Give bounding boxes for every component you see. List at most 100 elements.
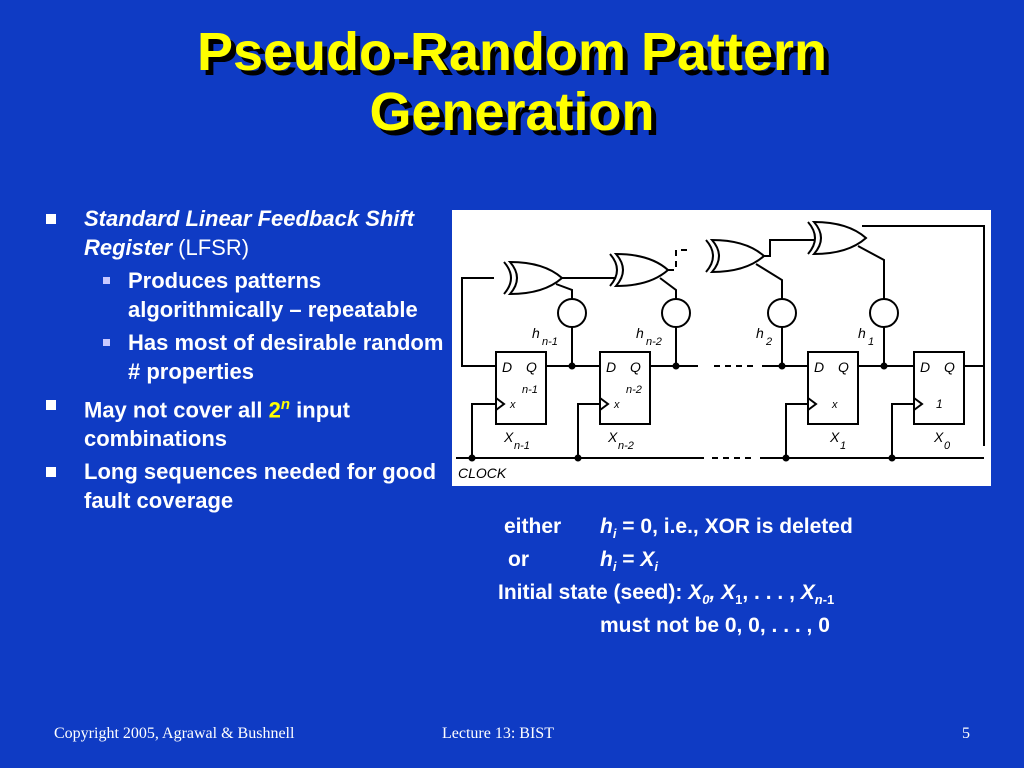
xor-gate-4 xyxy=(811,220,868,256)
xor-chain-dashed xyxy=(668,249,692,271)
ff-X-sub: n-1 xyxy=(514,440,530,452)
bullet-list: Standard Linear Feedback Shift Register … xyxy=(46,204,446,519)
note-dots: , . . . , xyxy=(742,581,801,604)
junction-dot xyxy=(574,454,582,462)
ff-d-label: D xyxy=(920,359,930,375)
note-either-word: either xyxy=(504,515,562,538)
clock-wire-1 xyxy=(471,403,496,458)
ff-X-label: X xyxy=(829,429,840,445)
clock-wire-3 xyxy=(785,403,808,458)
ff-X-sub: n-2 xyxy=(618,440,634,452)
slide-title: Pseudo-Random Pattern Generation xyxy=(0,22,1024,142)
ff-x-label: x xyxy=(509,399,516,411)
square-bullet-icon xyxy=(103,277,110,284)
footer-copyright: Copyright 2005, Agrawal & Bushnell xyxy=(54,725,295,742)
tap-h-label: h xyxy=(532,325,540,341)
ff-q-label: Q xyxy=(838,359,849,375)
bullet-lfsr: Standard Linear Feedback Shift Register … xyxy=(46,204,446,262)
square-bullet-icon xyxy=(46,467,56,478)
xor-gate-2 xyxy=(613,252,670,288)
ff-X-label: X xyxy=(933,429,944,445)
lfsr-diagram: CLOCK h n-1 h n-2 h 2 h 1 D Q n-1 x X n-… xyxy=(452,210,991,486)
note-X: X xyxy=(688,581,703,604)
clock-wire-4 xyxy=(891,403,914,458)
ff-d-label: D xyxy=(606,359,616,375)
clock-edge-2 xyxy=(599,397,610,411)
xor-gate-2-input-arc xyxy=(609,253,618,287)
flipflop-n-2 xyxy=(599,351,651,425)
footer-page-number: 5 xyxy=(962,725,970,742)
footer-lecture: Lecture 13: BIST xyxy=(442,725,554,742)
subbullet-random: Has most of desirable random # propertie… xyxy=(46,328,446,386)
flipflop-0 xyxy=(913,351,965,425)
xor-gate-1-input-arc xyxy=(503,261,512,295)
junction-dot xyxy=(468,454,476,462)
note-h: h xyxy=(600,515,613,538)
junction-dot xyxy=(568,362,576,370)
tap-wire-2 xyxy=(659,277,677,299)
ff-state-n: n-2 xyxy=(626,384,642,396)
tap-circle-n-2 xyxy=(661,298,691,328)
note-comma: , xyxy=(709,581,722,604)
xor-gate-4-input-arc xyxy=(807,221,816,255)
flipflop-1 xyxy=(807,351,859,425)
tap-wire-1 xyxy=(555,283,573,299)
note-or: or hi = Xi xyxy=(498,545,998,578)
note-minus1: -1 xyxy=(822,592,835,608)
lfsr-schematic: CLOCK h n-1 h n-2 h 2 h 1 D Q n-1 x X n-… xyxy=(456,220,985,481)
bullet-lfsr-italic: Standard Linear Feedback Shift Register xyxy=(84,206,415,260)
subbullet-random-text: Has most of desirable random # propertie… xyxy=(128,330,444,384)
ff-q-label: Q xyxy=(944,359,955,375)
clock-label: CLOCK xyxy=(458,465,507,481)
ff-x-label: x xyxy=(613,399,620,411)
ff-X-sub: 0 xyxy=(944,440,951,452)
square-bullet-icon xyxy=(46,400,56,410)
note-X: X xyxy=(800,581,815,604)
bullet-long-text: Long sequences needed for good fault cov… xyxy=(84,459,437,514)
xor-gate-1 xyxy=(507,260,564,296)
subbullet-produces: Produces patterns algorithmically – repe… xyxy=(46,266,446,324)
ff-state-n: 1 xyxy=(936,397,943,411)
ff-X-sub: 1 xyxy=(840,440,846,452)
junction-dot xyxy=(778,362,786,370)
subbullet-produces-text: Produces patterns algorithmically – repe… xyxy=(128,268,418,322)
tap-sub-label: 1 xyxy=(868,336,874,348)
xor-gate-3 xyxy=(709,238,766,274)
junction-dot xyxy=(888,454,896,462)
ff-state-n: n-1 xyxy=(522,384,538,396)
xor-chain-3 xyxy=(764,239,814,257)
bullet-cover-post: input combinations xyxy=(84,397,350,452)
note-must-text: must not be 0, 0, . . . , 0 xyxy=(600,614,830,637)
note-x0: 0 xyxy=(702,592,710,608)
bullet-cover-exp: n xyxy=(280,396,291,413)
note-x1: 1 xyxy=(735,592,743,608)
title-line-2: Generation xyxy=(369,82,655,142)
bullet-long: Long sequences needed for good fault cov… xyxy=(46,457,446,515)
note-i: i xyxy=(612,526,617,542)
flipflop-n-1 xyxy=(495,351,547,425)
bullet-cover-base: 2 xyxy=(268,397,281,423)
note-seed: Initial state (seed): X0, X1, . . . , Xn… xyxy=(498,578,998,611)
clock-edge-3 xyxy=(807,397,818,411)
ff-q-label: Q xyxy=(526,359,537,375)
tap-sub-label: n-2 xyxy=(646,336,662,348)
note-X: X xyxy=(640,548,655,571)
note-seed-expr: Initial state (seed): X0, X1, . . . , Xn… xyxy=(498,578,834,615)
clock-edge-4 xyxy=(913,397,924,411)
note-or-expr: hi = Xi xyxy=(600,545,658,582)
clock-wire-2 xyxy=(577,403,600,458)
square-bullet-icon xyxy=(103,339,110,346)
note-either-expr: hi = 0, i.e., XOR is deleted xyxy=(600,512,853,549)
note-i: i xyxy=(654,559,659,575)
tap-h-label: h xyxy=(756,325,764,341)
note-must: must not be 0, 0, . . . , 0 xyxy=(498,611,998,644)
tap-circle-n-1 xyxy=(557,298,587,328)
ff-q-label: Q xyxy=(630,359,641,375)
tap-h-label: h xyxy=(636,325,644,341)
junction-dot xyxy=(880,362,888,370)
tap-sub-label: n-1 xyxy=(542,336,558,348)
square-bullet-icon xyxy=(46,214,56,224)
ff-X-label: X xyxy=(503,429,514,445)
note-either: either hi = 0, i.e., XOR is deleted xyxy=(498,512,998,545)
clock-edge-1 xyxy=(495,397,506,411)
